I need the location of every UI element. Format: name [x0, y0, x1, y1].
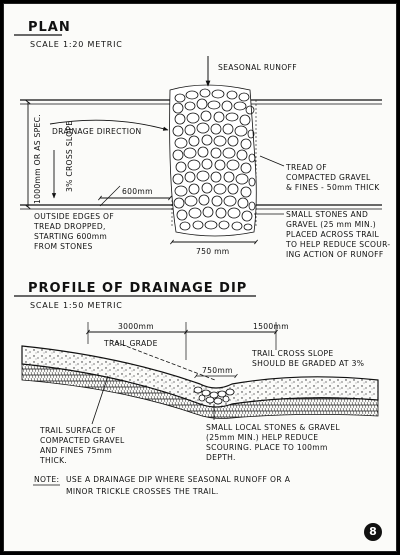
tread-note-line-3: & FINES - 50mm THICK	[286, 183, 380, 192]
profile-stones-note-line-4: DEPTH.	[206, 453, 236, 462]
surface-note-line-1: TRAIL SURFACE OF	[39, 426, 116, 435]
note-label: NOTE:	[34, 475, 59, 484]
seasonal-runoff-label: SEASONAL RUNOFF	[218, 63, 297, 72]
edges-note-line-4: FROM STONES	[34, 242, 93, 251]
surface-note-line-4: THICK.	[39, 456, 67, 465]
note-line-1: USE A DRAINAGE DIP WHERE SEASONAL RUNOFF…	[66, 475, 291, 484]
dim-600-label: 600mm	[122, 187, 153, 196]
plan-stone-band	[169, 84, 257, 237]
plan-dim-750-label: 750 mm	[196, 247, 230, 256]
dim-1500-label: 1500mm	[253, 322, 289, 331]
trail-grade-label: TRAIL GRADE	[103, 339, 158, 348]
trail-grade-line	[109, 339, 216, 381]
profile-stones-note-line-1: SMALL LOCAL STONES & GRAVEL	[206, 423, 340, 432]
tread-note-leader	[259, 155, 285, 167]
dim-3000-label: 3000mm	[118, 322, 154, 331]
note-line-2: MINOR TRICKLE CROSSES THE TRAIL.	[66, 487, 219, 496]
plan-trail-edges	[20, 99, 382, 210]
plan-scale: SCALE 1:20 METRIC	[30, 40, 123, 49]
width-label: 1000mm OR AS SPEC.	[33, 114, 42, 204]
cross-slope-note-line-1: TRAIL CROSS SLOPE	[251, 349, 334, 358]
profile-scale: SCALE 1:50 METRIC	[30, 301, 123, 310]
surface-note-line-2: COMPACTED GRAVEL	[40, 436, 125, 445]
profile-stones-note-line-2: (25mm MIN.) HELP REDUCE	[206, 433, 318, 442]
edges-note-line-3: STARTING 600mm	[34, 232, 107, 241]
plan-title: PLAN	[28, 20, 71, 35]
page-number-badge: 8	[364, 523, 382, 541]
profile-title: PROFILE OF DRAINAGE DIP	[28, 281, 247, 296]
cross-slope-note-line-2: SHOULD BE GRADED AT 3%	[252, 359, 364, 368]
edge-drop-curve	[99, 185, 121, 207]
stones-note-line-2: GRAVEL (25 mm MIN.)	[286, 220, 376, 229]
stones-note-line-4: TO HELP REDUCE SCOUR-	[285, 240, 390, 249]
tread-note-line-2: COMPACTED GRAVEL	[286, 173, 371, 182]
stones-note-line-3: PLACED ACROSS TRAIL	[286, 230, 380, 239]
profile-stones-note-line-3: SCOURING. PLACE TO 100mm	[206, 443, 328, 452]
drainage-direction-arrow	[49, 119, 169, 131]
edges-note-line-1: OUTSIDE EDGES OF	[34, 212, 114, 221]
cross-slope-label: 3% CROSS SLOPE	[65, 121, 74, 192]
edges-note-line-2: TREAD DROPPED,	[33, 222, 106, 231]
stones-note-line-5: ING ACTION OF RUNOFF	[286, 250, 384, 259]
drainage-direction-label: DRAINAGE DIRECTION	[52, 127, 142, 136]
dip-stones	[193, 386, 235, 405]
subgrade-layer	[21, 363, 379, 419]
profile-dim-750-label: 750mm	[202, 366, 233, 375]
surface-note-line-3: AND FINES 75mm	[40, 446, 112, 455]
stones-note-line-1: SMALL STONES AND	[286, 210, 368, 219]
tread-note-line-1: TREAD OF	[285, 163, 327, 172]
surface-note-leader	[91, 375, 109, 425]
